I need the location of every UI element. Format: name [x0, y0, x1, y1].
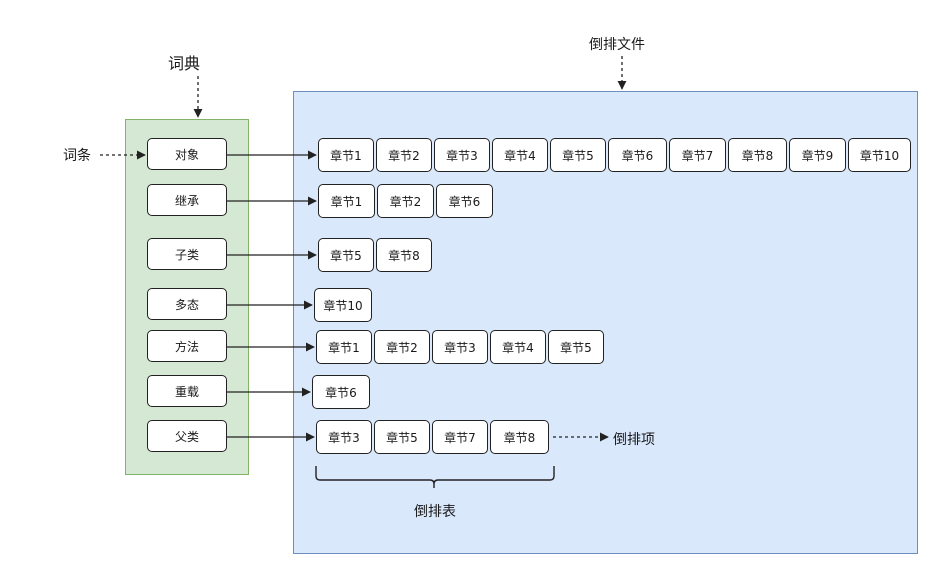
- inverted-file-label: 倒排文件: [589, 37, 645, 53]
- posting-node: 章节1: [316, 330, 372, 364]
- posting-node: 章节8: [376, 238, 432, 272]
- term-node: 方法: [147, 330, 227, 362]
- posting-node: 章节1: [318, 184, 375, 218]
- term-node: 重载: [147, 375, 227, 407]
- posting-node: 章节4: [492, 138, 548, 172]
- term-node: 父类: [147, 420, 227, 452]
- posting-node: 章节3: [432, 330, 488, 364]
- posting-node: 章节3: [434, 138, 490, 172]
- posting-node: 章节2: [374, 330, 430, 364]
- term-node: 多态: [147, 288, 227, 320]
- posting-node: 章节7: [669, 138, 726, 172]
- posting-node: 章节5: [548, 330, 604, 364]
- posting-node: 章节7: [432, 420, 488, 454]
- dictionary-label: 词典: [168, 54, 201, 73]
- posting-node: 章节2: [376, 138, 432, 172]
- posting-node: 章节5: [318, 238, 374, 272]
- posting-node: 章节1: [318, 138, 374, 172]
- posting-node: 章节2: [377, 184, 434, 218]
- posting-node: 章节6: [608, 138, 667, 172]
- posting-node: 章节6: [312, 375, 370, 409]
- posting-node: 章节6: [436, 184, 493, 218]
- posting-node: 章节8: [728, 138, 787, 172]
- posting-node: 章节4: [490, 330, 546, 364]
- term-label: 词条: [63, 148, 91, 164]
- posting-node: 章节5: [374, 420, 430, 454]
- term-node: 继承: [147, 184, 227, 216]
- posting-node: 章节8: [490, 420, 549, 454]
- posting-node: 章节10: [314, 288, 372, 322]
- posting-node: 章节5: [550, 138, 606, 172]
- posting-node: 章节3: [316, 420, 372, 454]
- term-node: 子类: [147, 238, 227, 270]
- posting-label: 倒排项: [613, 432, 655, 448]
- posting-node: 章节9: [789, 138, 846, 172]
- posting-list-label: 倒排表: [414, 504, 456, 520]
- posting-node: 章节10: [848, 138, 911, 172]
- term-node: 对象: [147, 138, 227, 170]
